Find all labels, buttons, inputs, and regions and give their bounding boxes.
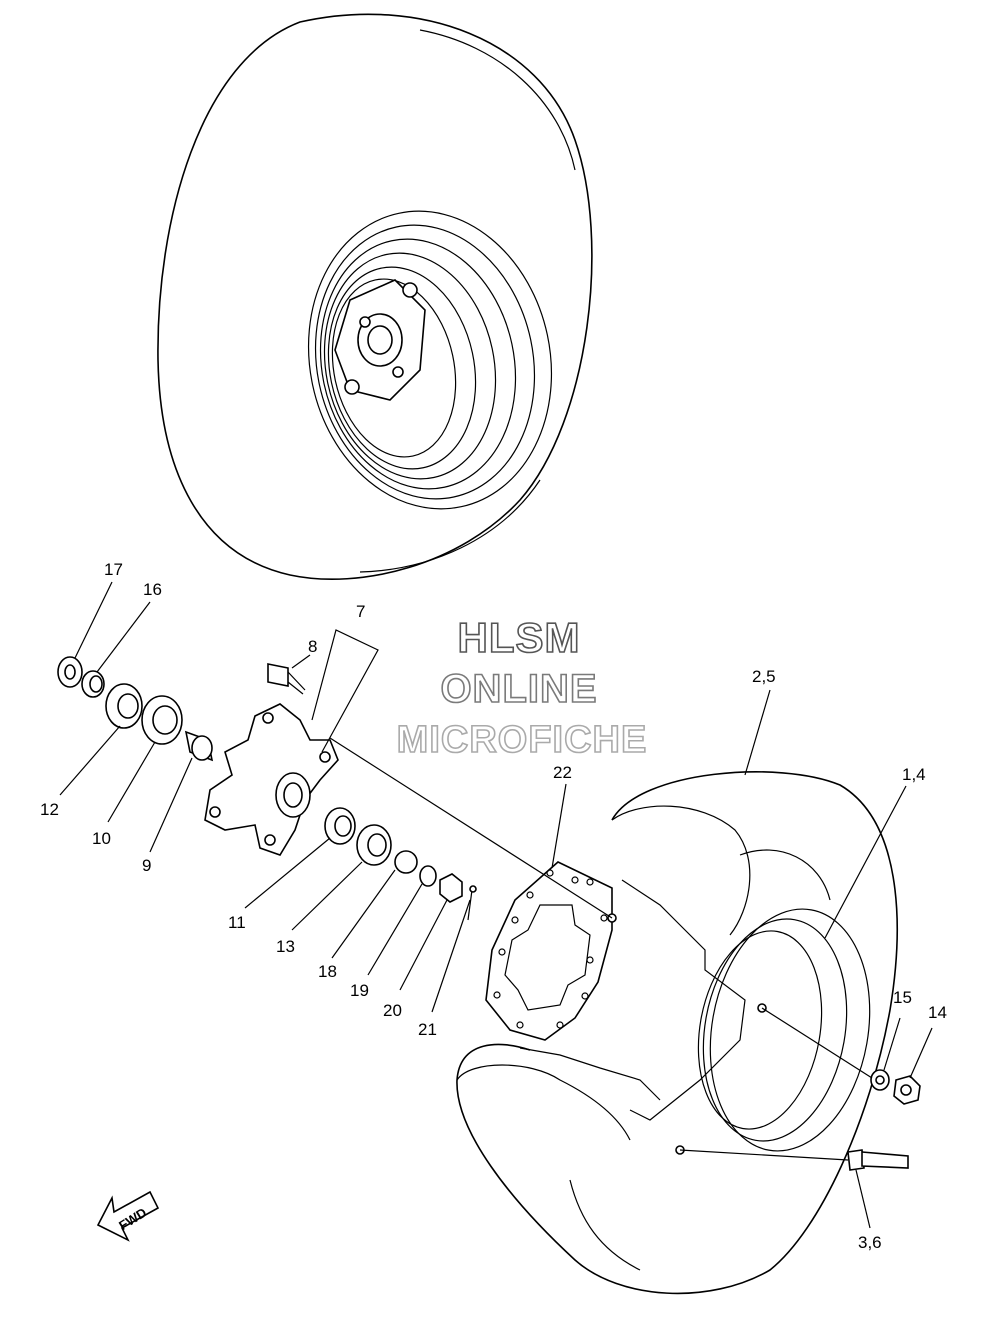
callout-8: 8: [308, 637, 317, 656]
watermark: HLSM ONLINE MICROFICHE: [396, 613, 648, 762]
callout-21: 21: [418, 1020, 437, 1039]
brake-disc-holes: [493, 869, 608, 1029]
callout-19: 19: [350, 981, 369, 1000]
callout-14: 14: [928, 1003, 947, 1022]
forward-direction-arrow: FWD: [96, 1190, 160, 1242]
callout-18: 18: [318, 962, 337, 981]
wheel-nut-parts: [870, 1069, 921, 1105]
callout-11: 11: [228, 913, 246, 932]
brake-disc-part: [485, 861, 613, 1041]
callout-3-6: 3,6: [858, 1233, 882, 1252]
callout-20: 20: [383, 1001, 402, 1020]
callout-13: 13: [276, 937, 295, 956]
callout-2-5: 2,5: [752, 667, 776, 686]
callout-1-4: 1,4: [902, 765, 926, 784]
callout-10: 10: [92, 829, 111, 848]
valve-stem-part: [847, 1149, 909, 1171]
callout-15: 15: [893, 988, 912, 1007]
callout-22: 22: [553, 763, 572, 782]
exploded-tire-illustration: [456, 771, 898, 1295]
callout-16: 16: [143, 580, 162, 599]
callout-7: 7: [356, 602, 365, 621]
callout-12: 12: [40, 800, 59, 819]
callout-9: 9: [142, 856, 151, 875]
watermark-line-2: ONLINE: [440, 667, 597, 711]
hub-part: [204, 703, 339, 856]
assembled-wheel-illustration: [157, 13, 593, 581]
watermark-line-3: MICROFICHE: [397, 719, 648, 761]
bearing-parts-left: [57, 656, 306, 762]
leader-lines: [59, 581, 933, 1229]
bearing-parts-right: [324, 807, 477, 921]
watermark-line-1: HLSM: [458, 614, 581, 661]
callout-17: 17: [104, 560, 123, 579]
callout-labels: 17 16 7 8 12 10 9 11 13 18 19 20 21 22 2…: [40, 560, 947, 1252]
